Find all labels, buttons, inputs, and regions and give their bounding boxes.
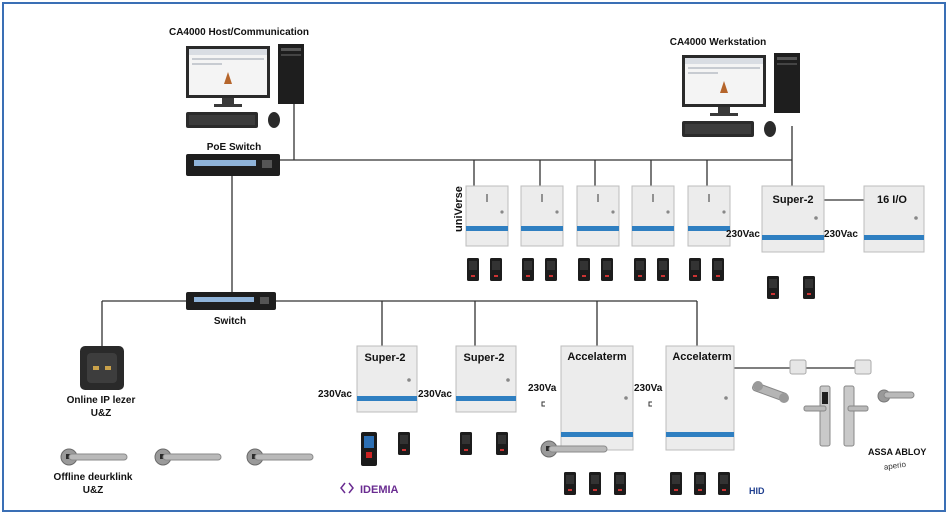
io16-panel (863, 185, 925, 253)
aperio-cylinder (752, 381, 789, 403)
offline-handle-label: Offline deurklink (54, 472, 133, 483)
super2-b-label: Super-2 (464, 352, 505, 364)
universe-controllers (465, 185, 731, 247)
host-computer (186, 44, 304, 128)
idemia-reader (361, 432, 377, 466)
aperio-hub (789, 359, 872, 375)
svg-text:IDEMIA: IDEMIA (360, 484, 399, 496)
accelaterm-b-reader (670, 472, 682, 495)
super2-a-label: Super-2 (365, 352, 406, 364)
accelaterm-a-reader (589, 472, 601, 495)
switch-label: Switch (214, 316, 246, 327)
online-reader-label: Online IP lezer (67, 395, 136, 406)
accelaterm-a-panel (560, 345, 634, 451)
poe-switch-label: PoE Switch (207, 142, 261, 153)
super2-top-panel (761, 185, 825, 253)
workstation-computer (682, 53, 800, 137)
super2-b-panel (455, 345, 517, 413)
super2-a-vac: 230Vac (318, 389, 352, 400)
idemia-logo: IDEMIA (340, 482, 399, 496)
power-plug-a (541, 401, 545, 407)
universe-label: uniVerse (453, 186, 465, 232)
super2-top-reader (803, 276, 815, 299)
accelaterm-a-reader (564, 472, 576, 495)
offline-door-handle (246, 448, 314, 466)
host-label: CA4000 Host/Communication (169, 27, 309, 38)
io16-vac: 230Vac (824, 229, 858, 240)
online-reader-label-2: U&Z (91, 408, 112, 419)
accelaterm-a-label: Accelaterm (567, 351, 627, 363)
switch (186, 292, 276, 310)
accelaterm-b-panel (665, 345, 735, 451)
assa-abloy-logo: ASSA ABLOY aperio (868, 447, 926, 472)
io16-label: 16 I/O (877, 194, 907, 206)
super2-b-reader (460, 432, 472, 455)
poe-switch (186, 154, 280, 176)
super2-top-reader (767, 276, 779, 299)
power-plug-b (648, 401, 652, 407)
accelaterm-a-vac: 230Va (528, 383, 557, 394)
super2-b-reader (496, 432, 508, 455)
svg-text:aperio: aperio (883, 460, 907, 472)
aperio-escutcheon (803, 385, 869, 447)
svg-text:ASSA ABLOY: ASSA ABLOY (868, 447, 926, 457)
accelaterm-a-reader (614, 472, 626, 495)
accelaterm-b-reader (718, 472, 730, 495)
offline-door-handle (154, 448, 222, 466)
universe-readers (467, 258, 724, 281)
accelaterm-b-label: Accelaterm (672, 351, 732, 363)
super2-a-reader (398, 432, 410, 455)
super2-top-label: Super-2 (773, 194, 814, 206)
offline-door-handle (60, 448, 128, 466)
offline-handle-label-2: U&Z (83, 485, 104, 496)
hid-logo: HID (747, 485, 769, 496)
workstation-label: CA4000 Werkstation (670, 37, 767, 48)
super2-a-panel (356, 345, 418, 413)
svg-text:HID: HID (749, 486, 765, 496)
super2-b-vac: 230Vac (418, 389, 452, 400)
online-ip-reader (80, 346, 124, 390)
accelaterm-b-vac: 230Va (634, 383, 663, 394)
super2-top-vac: 230Vac (726, 229, 760, 240)
aperio-handle (877, 389, 915, 403)
accelaterm-b-reader (694, 472, 706, 495)
